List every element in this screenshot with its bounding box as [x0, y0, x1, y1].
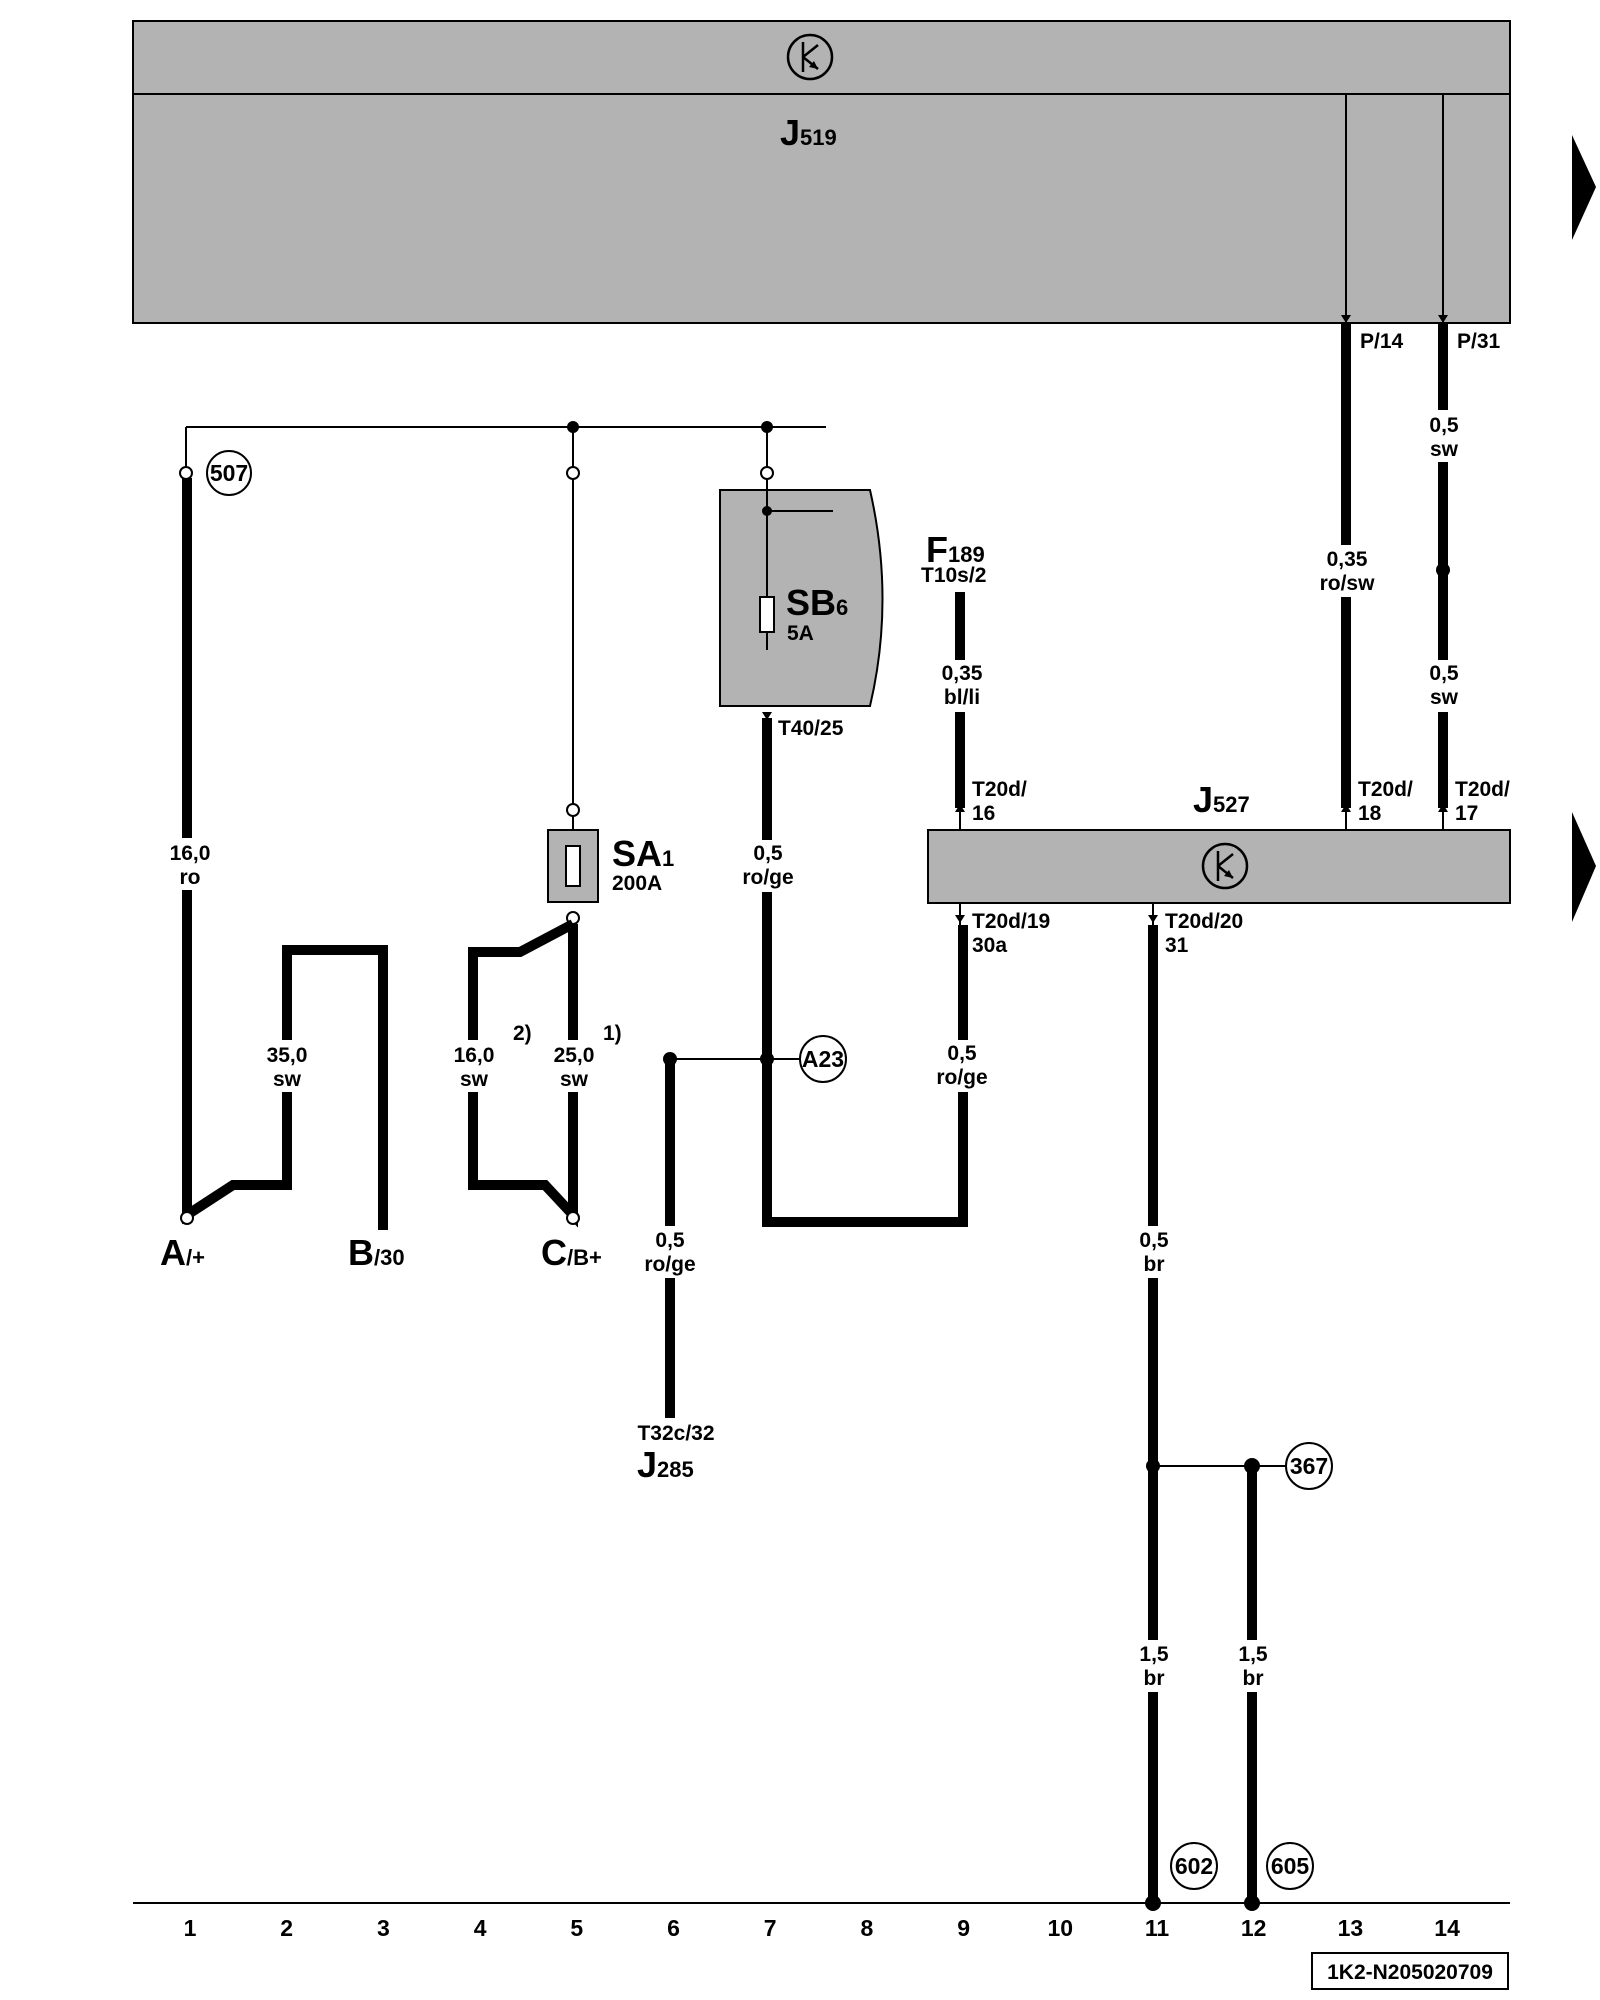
f189-label: F189: [926, 529, 985, 570]
sa1-rating: 200A: [612, 872, 662, 895]
wire-col1: [182, 478, 388, 1230]
wire-col9b-label: 0,5: [947, 1042, 977, 1065]
svg-text:18: 18: [1358, 802, 1382, 825]
wire-col11a-label: 0,5: [1139, 1229, 1169, 1252]
column-number: 14: [1434, 1915, 1460, 1941]
column-number: 12: [1241, 1915, 1267, 1941]
svg-text:507: 507: [210, 460, 248, 486]
wire-col1-label: 16,0: [170, 842, 211, 865]
wire-col6-label: 0,5: [655, 1229, 685, 1252]
j527-electronics-symbol-icon: [1201, 842, 1249, 890]
column-number: 6: [667, 1915, 680, 1941]
continuation-arrow-icon: [1572, 812, 1596, 922]
svg-text:ro/ge: ro/ge: [936, 1066, 987, 1089]
pin-t10s-2: T10s/2: [921, 564, 986, 587]
svg-text:16: 16: [972, 802, 995, 825]
j527-label: J527: [1193, 779, 1250, 820]
sb6-fuse-icon: [759, 596, 775, 633]
pin-p31: P/31: [1457, 330, 1501, 353]
wire-col4-label: 16,0: [454, 1044, 495, 1067]
svg-text:17: 17: [1455, 802, 1478, 825]
ground-point-507: 507: [206, 450, 252, 496]
svg-text:A23: A23: [802, 1046, 844, 1072]
doc-id-box: [1311, 1952, 1509, 1990]
svg-text:31: 31: [1165, 934, 1189, 957]
ground-point-a23: A23: [799, 1035, 847, 1083]
sb6-fuse-holder: [719, 489, 884, 707]
svg-text:br: br: [1243, 1667, 1264, 1690]
svg-text:367: 367: [1290, 1453, 1328, 1479]
column-number: 2: [280, 1915, 293, 1941]
column-number: 9: [957, 1915, 970, 1941]
j519-housing: [132, 20, 1511, 324]
wire-col13-label: 0,35: [1327, 548, 1368, 571]
column-number: 10: [1048, 1915, 1074, 1941]
column-number: 13: [1338, 1915, 1364, 1941]
wire-col9a-label: 0,35: [942, 662, 983, 685]
svg-text:sw: sw: [273, 1068, 302, 1091]
svg-text:ro: ro: [180, 866, 201, 889]
sa1-label: SA1: [612, 833, 674, 874]
svg-text:ro/ge: ro/ge: [644, 1253, 695, 1276]
continuation-arrow-icon: [1572, 135, 1596, 240]
svg-text:602: 602: [1175, 1853, 1213, 1879]
wire-col14b-label: 0,5: [1429, 662, 1459, 685]
j519-electronics-symbol-icon: [786, 33, 834, 81]
svg-text:ro/sw: ro/sw: [1320, 572, 1376, 595]
wire-col14a-label: 0,5: [1429, 414, 1459, 437]
svg-text:ro/ge: ro/ge: [742, 866, 793, 889]
column-number: 5: [570, 1915, 583, 1941]
terminal-b-label: B/30: [348, 1232, 405, 1273]
terminal-c-label: C/B+: [541, 1232, 602, 1273]
svg-text:bl/li: bl/li: [944, 686, 980, 709]
pin-t20d-16: T20d/: [972, 778, 1027, 801]
sb6-rating: 5A: [787, 622, 814, 645]
pin-t32c-32: T32c/32: [637, 1422, 714, 1445]
j285-label: J285: [637, 1444, 694, 1485]
pin-t20d-20: T20d/20: [1165, 910, 1243, 933]
svg-text:1): 1): [603, 1022, 622, 1045]
column-number: 3: [377, 1915, 390, 1941]
svg-text:sw: sw: [460, 1068, 489, 1091]
svg-text:605: 605: [1271, 1853, 1310, 1879]
column-number: 4: [474, 1915, 487, 1941]
wire-col7: [762, 718, 968, 1227]
wire-col11b-label: 1,5: [1139, 1643, 1169, 1666]
sb6-label: SB6: [786, 582, 848, 623]
svg-text:2): 2): [513, 1022, 532, 1045]
svg-text:br: br: [1144, 1667, 1165, 1690]
ground-point-367: 367: [1285, 1442, 1333, 1490]
terminal-a-label: A/+: [160, 1232, 205, 1273]
column-number: 8: [861, 1915, 874, 1941]
column-number: 11: [1145, 1915, 1170, 1941]
wire-col5-label: 25,0: [554, 1044, 595, 1067]
svg-text:30a: 30a: [972, 934, 1007, 957]
column-number: 7: [764, 1915, 777, 1941]
pin-t20d-19: T20d/19: [972, 910, 1050, 933]
svg-text:br: br: [1144, 1253, 1165, 1276]
pin-p14: P/14: [1360, 330, 1404, 353]
svg-text:sw: sw: [1430, 438, 1459, 461]
pin-t40-25: T40/25: [778, 717, 844, 740]
svg-text:sw: sw: [560, 1068, 589, 1091]
wire-col7-label: 0,5: [753, 842, 783, 865]
doc-id: 1K2-N205020709: [1327, 1961, 1493, 1984]
wire-col12-label: 1,5: [1238, 1643, 1268, 1666]
j519-label: J519: [780, 112, 837, 153]
pin-t20d-17: T20d/: [1455, 778, 1510, 801]
column-number: 1: [184, 1915, 197, 1941]
pin-t20d-18: T20d/: [1358, 778, 1413, 801]
ground-point-602: 602: [1170, 1842, 1218, 1890]
sa1-fuse-icon: [565, 845, 581, 887]
svg-text:sw: sw: [1430, 686, 1459, 709]
ground-point-605: 605: [1266, 1842, 1314, 1890]
wire-col2-label: 35,0: [267, 1044, 308, 1067]
